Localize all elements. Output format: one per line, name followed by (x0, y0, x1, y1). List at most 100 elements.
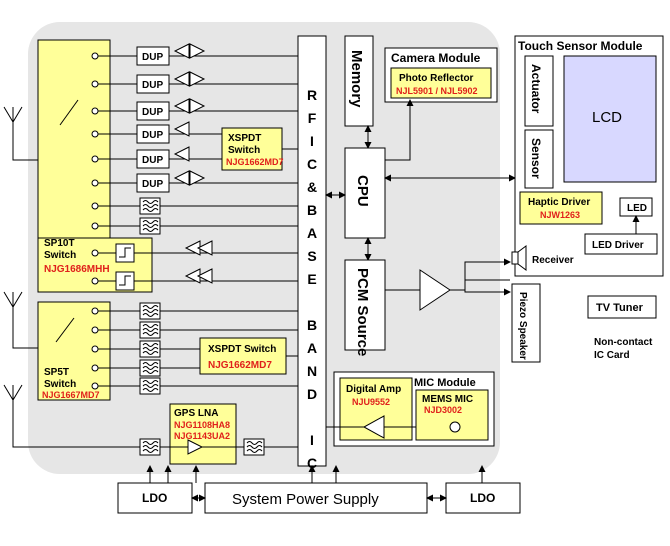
receiver-speaker-icon (511, 245, 527, 271)
rfic-letter: C (307, 455, 317, 471)
receiver-label: Receiver (532, 255, 574, 266)
cpu-label: CPU (354, 175, 371, 207)
svg-text:Sensor: Sensor (529, 138, 543, 179)
ldo-left (117, 482, 193, 514)
dup-row-6: DUP (98, 170, 298, 193)
svg-text:Actuator: Actuator (529, 64, 543, 114)
rfic-letter: & (307, 179, 317, 195)
dup-row-5: DUP (98, 146, 222, 169)
rfic-letter: I (310, 432, 314, 448)
svg-text:MIC Module: MIC Module (414, 377, 476, 389)
svg-text:DUP: DUP (142, 107, 163, 118)
rfic-letter: S (307, 248, 316, 264)
svg-text:LED Driver: LED Driver (592, 240, 644, 251)
rfic-letter: R (307, 87, 317, 103)
sp10t-ports (91, 52, 99, 285)
switch-row-1 (98, 240, 298, 263)
rfic-letter: C (307, 156, 317, 172)
dup-row-1: DUP (98, 43, 298, 66)
rfic-letter: D (307, 386, 317, 402)
rfic-letter: B (307, 317, 317, 333)
svg-text:NJL5901 / NJL5902: NJL5901 / NJL5902 (396, 86, 478, 96)
svg-text:MEMS MIC: MEMS MIC (422, 394, 473, 405)
rfic-letter: E (307, 271, 316, 287)
svg-text:XSPDT Switch: XSPDT Switch (208, 344, 276, 355)
rfic-baseband-ic (297, 35, 327, 467)
svg-text:NJU9552: NJU9552 (352, 397, 390, 407)
actuator-block (524, 55, 554, 127)
sensor-block (524, 129, 554, 189)
rfic-letter: A (307, 340, 317, 356)
ic-card-label-2: IC Card (594, 350, 630, 361)
filter-row-1 (98, 197, 298, 215)
rfic-letter: B (307, 202, 317, 218)
svg-text:DUP: DUP (142, 130, 163, 141)
svg-text:NJG1667MD7: NJG1667MD7 (42, 390, 100, 400)
pcm-source-block (344, 259, 386, 351)
photo-reflector (390, 67, 492, 99)
xspdt-switch-mid (199, 337, 287, 375)
svg-text:DUP: DUP (142, 80, 163, 91)
svg-text:NJG1143UA2: NJG1143UA2 (174, 431, 230, 441)
svg-text:Piezo Speaker: Piezo Speaker (517, 292, 528, 360)
svg-text:XSPDT: XSPDT (228, 133, 261, 144)
svg-text:LED: LED (627, 203, 647, 214)
sp10t-part: NJG1686MHH (44, 264, 110, 275)
svg-text:Switch: Switch (228, 145, 260, 156)
sp5t-filters (98, 302, 298, 395)
sp10t-label: SP10T (44, 238, 75, 249)
gps-lna (169, 403, 237, 465)
sp5t-switch (37, 301, 111, 401)
mic-icon (449, 421, 461, 433)
sp10t-label-2: Switch (44, 250, 76, 261)
lcd-label: LCD (592, 109, 622, 126)
speaker-amp (419, 269, 451, 311)
xspdt-switch-top (221, 127, 283, 171)
lcd-panel (563, 55, 657, 183)
memory-block (344, 35, 374, 127)
rfic-letter: N (307, 363, 317, 379)
svg-text:Digital Amp: Digital Amp (346, 384, 401, 395)
rfic-letter: F (308, 110, 317, 126)
dup-row-2: DUP (98, 71, 298, 94)
svg-text:Haptic Driver: Haptic Driver (528, 197, 590, 208)
memory-label: Memory (348, 50, 365, 108)
svg-text:DUP: DUP (142, 155, 163, 166)
pcm-source-label: PCM Source (354, 268, 371, 356)
svg-text:LDO: LDO (142, 491, 167, 505)
haptic-driver (519, 191, 603, 225)
switch-row-2 (98, 268, 298, 291)
svg-text:NJG1662MD7: NJG1662MD7 (208, 360, 272, 371)
svg-text:NJG1108HA8: NJG1108HA8 (174, 420, 230, 430)
ldo-right (445, 482, 521, 514)
dup-row-4: DUP (98, 121, 222, 144)
led-driver (584, 233, 658, 255)
mems-mic (415, 389, 489, 441)
svg-text:Switch: Switch (44, 379, 76, 390)
piezo-speaker (511, 283, 541, 363)
svg-text:DUP: DUP (142, 179, 163, 190)
rfic-letter: I (310, 133, 314, 149)
system-power-supply (204, 482, 428, 514)
svg-text:Touch Sensor Module: Touch Sensor Module (518, 39, 643, 53)
svg-text:GPS LNA: GPS LNA (174, 408, 218, 419)
tv-tuner (587, 295, 657, 319)
svg-text:SP5T: SP5T (44, 367, 69, 378)
antenna-icon (3, 106, 140, 448)
sp5t-ports (91, 307, 99, 390)
svg-text:LDO: LDO (470, 491, 495, 505)
svg-text:NJG1662MD7: NJG1662MD7 (226, 157, 284, 167)
svg-text:NJW1263: NJW1263 (540, 210, 580, 220)
svg-text:DUP: DUP (142, 52, 163, 63)
ic-card-label: Non-contact (594, 337, 653, 348)
svg-text:NJD3002: NJD3002 (424, 405, 462, 415)
rfic-letter: A (307, 225, 317, 241)
svg-text:TV Tuner: TV Tuner (596, 302, 644, 314)
filter-row-2 (98, 217, 298, 235)
power-supply-label: System Power Supply (232, 491, 379, 508)
svg-text:Photo Reflector: Photo Reflector (399, 73, 474, 84)
svg-text:Camera Module: Camera Module (391, 51, 481, 65)
dup-row-3: DUP (98, 98, 298, 121)
